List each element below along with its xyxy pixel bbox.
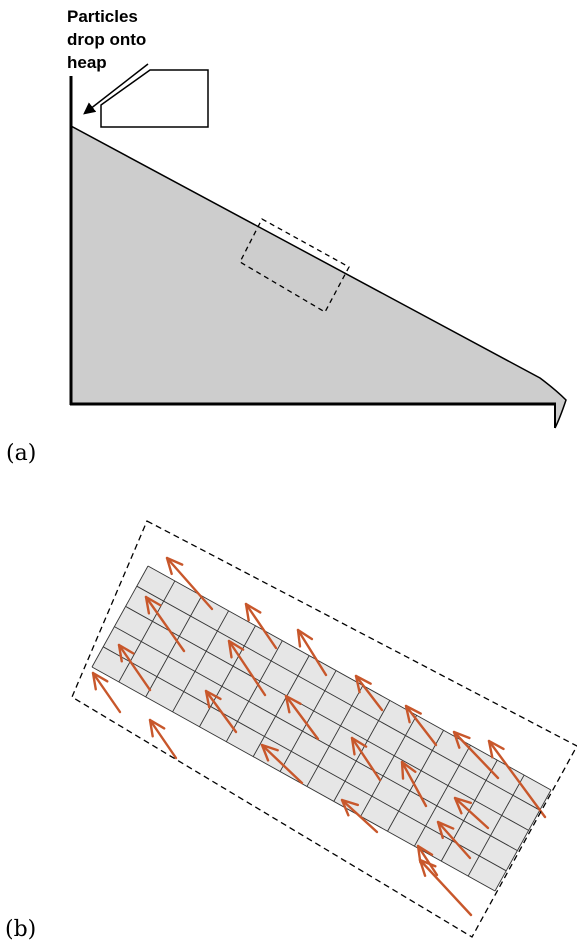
velocity-arrow-icon	[350, 736, 382, 782]
grid-line	[172, 610, 229, 713]
strip-fill	[92, 566, 551, 891]
grid-line	[91, 565, 149, 668]
grid-line	[387, 730, 444, 832]
zoom-window-enlarged	[71, 520, 577, 938]
hopper-icon	[100, 69, 209, 128]
grid-line	[494, 789, 552, 892]
annotation-line-3: heap	[67, 53, 107, 72]
velocity-arrow-icon	[404, 704, 438, 747]
grid-line	[102, 646, 507, 872]
grid-line	[252, 655, 310, 757]
grid-line	[199, 625, 256, 727]
velocity-arrow-icon	[227, 639, 267, 697]
panel-a-label: (a)	[6, 441, 36, 466]
velocity-arrows	[91, 556, 547, 917]
panel-b: (b)	[5, 520, 577, 942]
grid-line	[225, 640, 283, 742]
velocity-arrow-icon	[354, 674, 384, 712]
grid-line	[467, 774, 525, 877]
velocity-arrow-icon	[296, 628, 328, 677]
velocity-arrow-icon	[117, 643, 152, 692]
grid-line	[145, 595, 203, 698]
panel-a: Particles drop onto heap (a)	[6, 7, 567, 466]
velocity-arrow-icon	[340, 798, 379, 834]
velocity-arrow-icon	[284, 694, 320, 741]
velocity-arrow-icon	[204, 689, 238, 734]
velocity-arrow-icon	[487, 739, 547, 819]
velocity-arrow-icon	[165, 556, 214, 611]
velocity-arrow-icon	[400, 760, 428, 808]
zoom-window	[239, 218, 350, 313]
velocity-arrow-icon	[418, 858, 473, 917]
grid-line	[91, 666, 496, 892]
grid-line	[118, 580, 176, 683]
grid-line	[360, 715, 418, 817]
velocity-arrow-icon	[144, 595, 186, 653]
drop-arrow-icon	[83, 63, 149, 115]
panel-b-label: (b)	[5, 917, 36, 942]
heap-surface	[70, 125, 567, 429]
heap	[71, 126, 566, 428]
grid-line	[125, 606, 529, 831]
grid-line	[279, 670, 337, 772]
velocity-arrow-icon	[453, 796, 490, 830]
grid-line	[306, 685, 364, 787]
velocity-arrow-icon	[452, 730, 500, 780]
velocity-arrow-icon	[436, 820, 472, 860]
grid-line	[414, 744, 471, 847]
velocity-strip	[91, 565, 552, 892]
velocity-arrow-icon	[148, 718, 178, 760]
annotation-line-1: Particles	[67, 7, 138, 26]
annotation-line-2: drop onto	[67, 30, 146, 49]
velocity-arrow-icon	[244, 602, 278, 650]
grid-line	[136, 585, 541, 811]
grid-line	[114, 626, 518, 851]
grid-line	[147, 565, 552, 791]
velocity-arrow-icon	[260, 743, 304, 785]
velocity-arrow-icon	[91, 671, 122, 714]
velocity-arrow-icon	[416, 844, 439, 877]
